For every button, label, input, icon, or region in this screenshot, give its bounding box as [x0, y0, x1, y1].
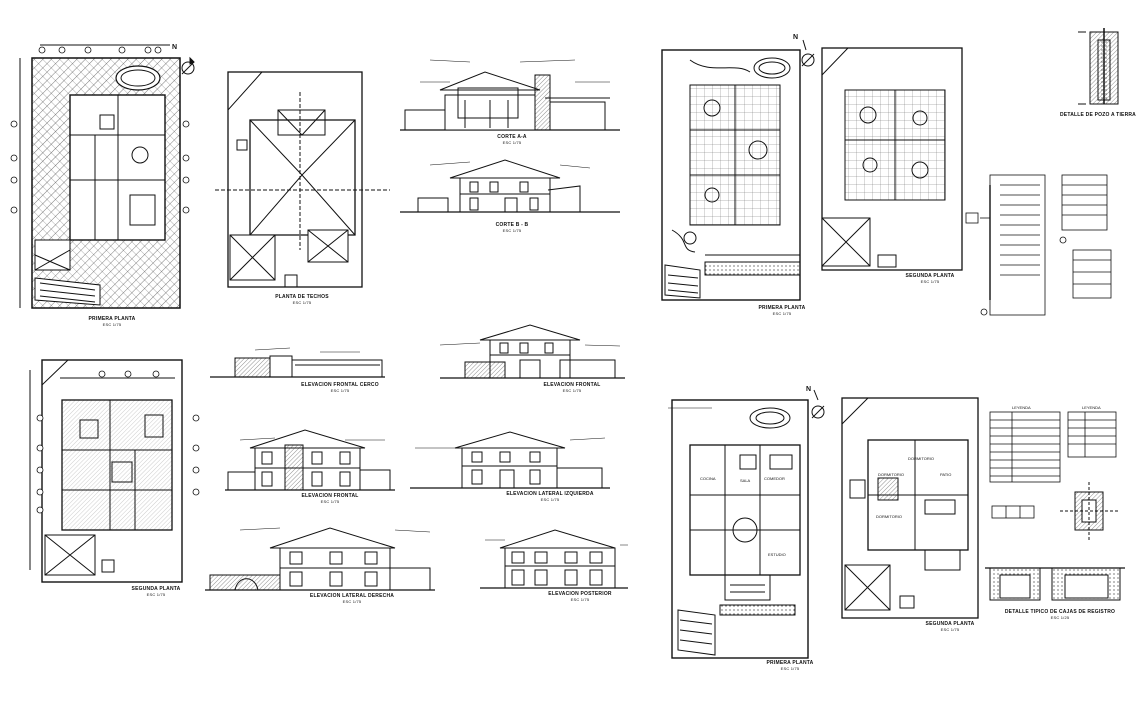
- room-label-comedor: COMEDOR: [764, 476, 785, 481]
- north-arrow-1: [181, 56, 195, 75]
- north-arrow-3: [811, 389, 825, 419]
- plan-segunda-planta-2: [29, 359, 183, 583]
- north-arrow-2: [801, 39, 815, 67]
- plan-primera-planta-electrical: [661, 49, 801, 301]
- section-corte-aa: [400, 59, 620, 131]
- section-corte-bb: [400, 159, 620, 213]
- north-label-3: N: [806, 386, 812, 393]
- elev-lateral-derecha: [205, 527, 435, 591]
- elev-frontal-2: [225, 429, 395, 491]
- elev-posterior: [480, 529, 628, 589]
- plan-primera-planta-sanitary: [668, 399, 809, 659]
- title-detalle-pozo: DETALLE DE POZO A TIERRA: [1059, 112, 1137, 118]
- legend-header-2: LEYENDA: [1082, 405, 1101, 410]
- room-label-dormitorio-1: DORMITORIO: [878, 472, 904, 477]
- room-label-sala: SALA: [740, 478, 751, 483]
- plan-segunda-planta-sanitary: [841, 397, 979, 619]
- legend-tables: [989, 411, 1117, 519]
- plan-primera-planta-1: [19, 44, 181, 309]
- north-label-2: N: [793, 34, 799, 41]
- room-label-estudio: ESTUDIO: [768, 552, 786, 557]
- plan-planta-techos: [215, 71, 390, 288]
- room-label-cocina: COCINA: [700, 476, 716, 481]
- north-label-1: N: [172, 44, 178, 51]
- detail-pozo-tierra: [1078, 28, 1119, 105]
- room-label-patio: PATIO: [940, 472, 952, 477]
- legend-header-1: LEYENDA: [1012, 405, 1031, 410]
- plan-segunda-planta-electrical: [821, 47, 963, 271]
- elev-frontal-cerco: [210, 347, 385, 378]
- unifilar-diagram: [965, 174, 1112, 316]
- detail-cajas-registro: [985, 482, 1125, 601]
- room-label-dormitorio-2: DORMITORIO: [908, 456, 934, 461]
- elev-lateral-izquierda: [410, 431, 610, 489]
- room-label-dormitorio-3: DORMITORIO: [876, 514, 902, 519]
- grid-bubbles-top: [10, 46, 190, 214]
- elev-frontal-1: [439, 324, 625, 379]
- grid-bubbles-bottom: [36, 370, 200, 514]
